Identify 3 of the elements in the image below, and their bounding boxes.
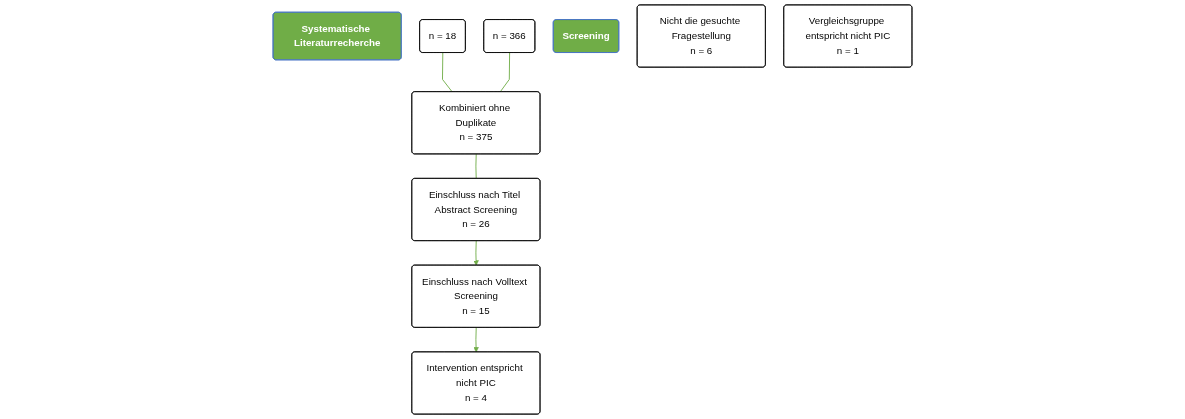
connector — [499, 52, 511, 93]
connector — [475, 153, 477, 180]
connector — [442, 52, 453, 93]
